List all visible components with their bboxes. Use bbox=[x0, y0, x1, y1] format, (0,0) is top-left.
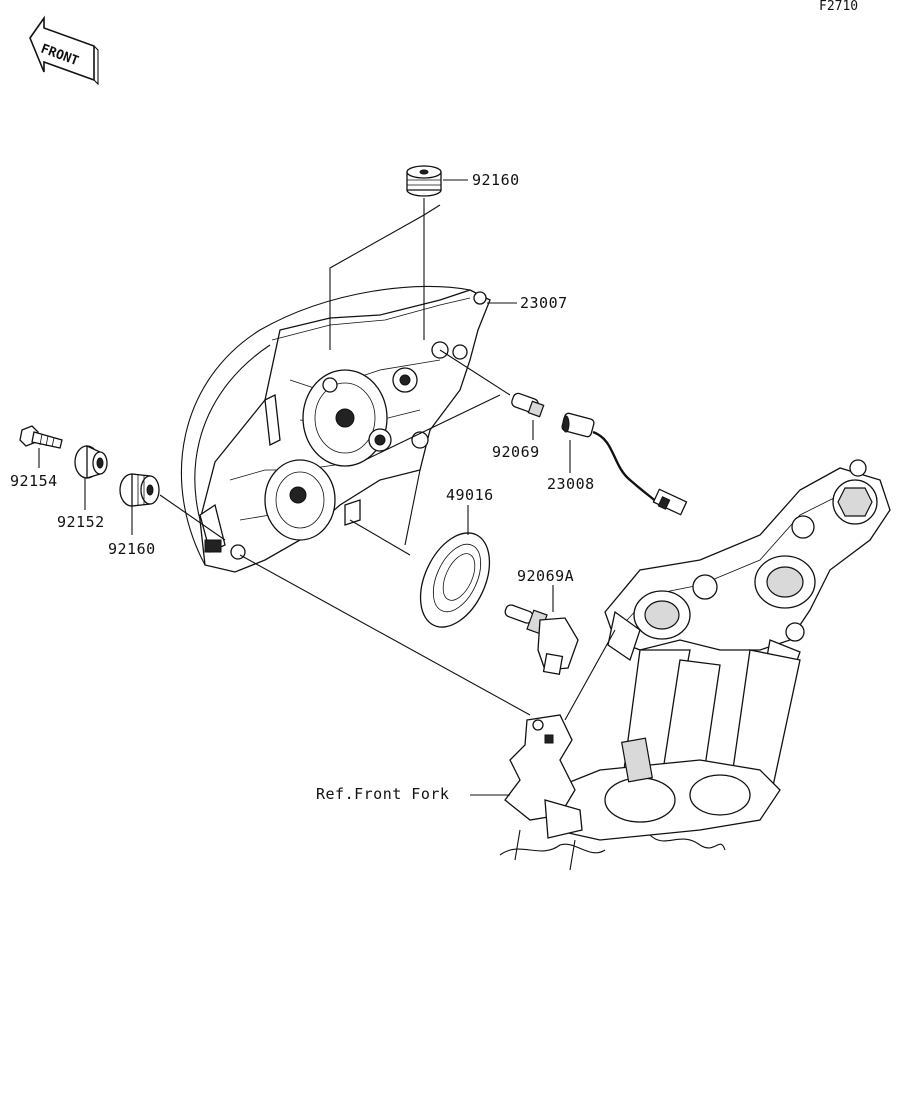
grommet-left-drawing bbox=[119, 473, 160, 507]
label-92152: 92152 bbox=[57, 513, 105, 531]
label-92069A: 92069A bbox=[517, 567, 574, 585]
collar-drawing bbox=[74, 444, 108, 479]
headlight-assembly-drawing bbox=[180, 285, 491, 573]
bulb-small-drawing bbox=[511, 392, 545, 418]
seal-ring-drawing bbox=[419, 532, 491, 628]
grommet-top-drawing bbox=[406, 165, 442, 197]
diagram-code: F2710 bbox=[819, 0, 858, 14]
label-92069: 92069 bbox=[492, 443, 540, 461]
label-23008: 23008 bbox=[547, 475, 595, 493]
front-arrow-icon: FRONT bbox=[29, 15, 99, 86]
front-fork-drawing bbox=[499, 459, 891, 871]
label-92154: 92154 bbox=[10, 472, 58, 490]
bulb-h-drawing bbox=[504, 604, 579, 676]
socket-wire-drawing bbox=[561, 412, 688, 516]
label-92160-top: 92160 bbox=[472, 171, 520, 189]
headlight-bracket-drawing bbox=[504, 629, 616, 839]
label-49016: 49016 bbox=[446, 486, 494, 504]
bolt-drawing bbox=[19, 425, 63, 449]
label-92160-left: 92160 bbox=[108, 540, 156, 558]
label-23007: 23007 bbox=[520, 294, 568, 312]
label-front-fork-ref: Ref.Front Fork bbox=[316, 785, 449, 803]
